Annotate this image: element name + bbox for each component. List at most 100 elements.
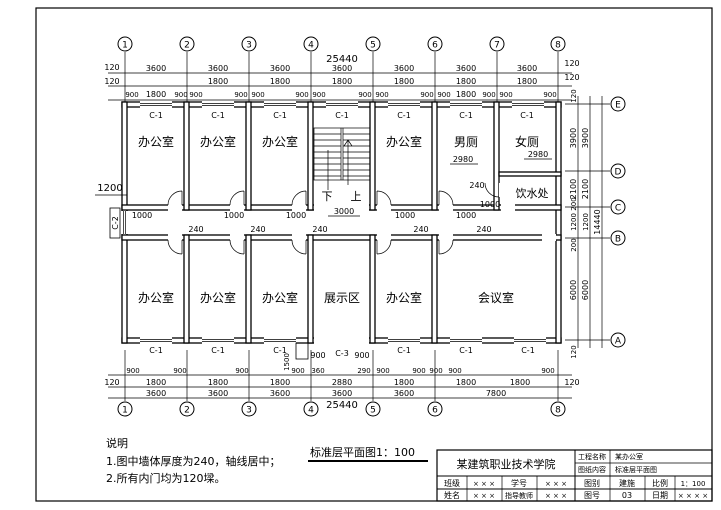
axis-bubble — [303, 401, 319, 417]
dim-text: 3900 — [569, 128, 578, 148]
room-office: 办公室 — [200, 290, 236, 305]
axis-bubble — [610, 332, 626, 348]
dim-text: 900 — [291, 367, 304, 375]
dim-text: 120 — [104, 378, 119, 387]
bottom-dimension-lines: 900 1800 900 1800 900 1800 900 1800 900 … — [104, 367, 579, 411]
corridor-dim: 240 — [413, 225, 428, 234]
dim-text: 900 — [234, 91, 247, 99]
room-labels: 办公室 办公室 办公室 办公室 男厕 女厕 饮水处 2980 2980 办公室 … — [138, 134, 552, 305]
door-dim: 3000 — [334, 207, 354, 216]
dim-text: 120 — [570, 345, 578, 358]
room-office: 办公室 — [138, 290, 174, 305]
axis-label: 4 — [308, 406, 314, 416]
dim-text: 3600 — [332, 389, 352, 398]
room-men-toilet: 男厕 — [454, 135, 478, 149]
dim-text: 1200 — [97, 183, 122, 194]
axis-bubble — [610, 199, 626, 215]
corridor-dim: 240 — [250, 225, 265, 234]
dim-text: 1800 — [456, 378, 476, 387]
axis-label: 4 — [308, 41, 314, 51]
window-label: C-1 — [459, 111, 473, 120]
axis-label: 5 — [370, 41, 376, 51]
axis-bubble — [610, 96, 626, 112]
axis-bubble — [303, 36, 319, 52]
dim-text: 900 — [376, 367, 389, 375]
dim-text: 900 — [375, 91, 388, 99]
wall-dim: 900 — [310, 351, 325, 360]
window-label: C-1 — [397, 111, 411, 120]
dim-text: 1800 — [517, 77, 537, 86]
dim-text: 200 — [570, 238, 578, 251]
axis-label: 7 — [494, 41, 500, 51]
axis-label: 8 — [555, 41, 561, 51]
tb-value: × × × — [545, 480, 567, 488]
axis-label: 6 — [432, 41, 438, 51]
tb-value: 03 — [622, 491, 632, 500]
dim-text: 120 — [564, 378, 579, 387]
tb-label: 姓名 — [444, 490, 460, 500]
dim-text: 200 — [570, 197, 578, 210]
axis-bubble — [241, 36, 257, 52]
dim-text: 120 — [104, 63, 119, 72]
axis-label: 8 — [555, 406, 561, 416]
axis-bubble — [365, 36, 381, 52]
dim-text: 1800 — [208, 77, 228, 86]
axis-bubble — [610, 230, 626, 246]
window-label: C-3 — [335, 349, 349, 358]
axis-bubble — [427, 401, 443, 417]
dim-text: 900 — [125, 91, 138, 99]
dim-text: 7800 — [486, 389, 506, 398]
dim-text: 900 — [499, 91, 512, 99]
dim-text: 900 — [235, 367, 248, 375]
notes-heading: 说明 — [106, 436, 128, 450]
axis-label: A — [615, 337, 622, 347]
dim-text: 3600 — [146, 64, 166, 73]
room-office: 办公室 — [200, 134, 236, 149]
drawing-frame — [35, 7, 713, 502]
axis-bubbles-top: 1 2 3 4 5 6 7 8 — [117, 36, 566, 105]
axis-label: 1 — [122, 41, 128, 51]
drawing-title: 标准层平面图1：100 — [310, 445, 415, 459]
dim-text: 3600 — [332, 64, 352, 73]
axis-label: 3 — [246, 406, 252, 416]
window-label: C-1 — [520, 111, 534, 120]
total-dimension: 25440 — [326, 400, 358, 411]
tb-label: 工程名称 — [578, 452, 606, 461]
axis-bubble — [117, 401, 133, 417]
dim-text: 3600 — [208, 64, 228, 73]
tb-value: × × × × — [678, 492, 708, 500]
tb-value: × × × — [473, 480, 495, 488]
axis-label: 3 — [246, 41, 252, 51]
tb-label: 图别 — [584, 479, 600, 488]
total-dimension: 25440 — [326, 54, 358, 65]
dim-text: 900 — [251, 91, 264, 99]
dim-text: 900 — [541, 367, 554, 375]
axis-label: E — [615, 101, 621, 111]
corridor-dim: 240 — [312, 225, 327, 234]
dim-text: 1800 — [146, 90, 166, 99]
window-label: C-1 — [397, 346, 411, 355]
room-meeting: 会议室 — [478, 290, 514, 305]
dim-text: 6000 — [581, 280, 590, 300]
walls — [121, 101, 562, 344]
axis-bubble — [365, 401, 381, 417]
dim-text: 3600 — [394, 389, 414, 398]
tb-label: 学号 — [511, 478, 527, 488]
window-label: C-1 — [211, 111, 225, 120]
dim-text: 1800 — [456, 90, 476, 99]
title-block: 某建筑职业技术学院 工程名称 某办公室 图纸内容 标准层平面图 班级 × × ×… — [436, 449, 713, 502]
top-dimension-lines: 25440 120 3600 3600 3600 3600 3600 3600 … — [104, 54, 580, 101]
dim-text: 1800 — [208, 378, 228, 387]
dim-text: 900 — [358, 91, 371, 99]
dim-text: 360 — [311, 367, 324, 375]
dim-text: 1200 — [582, 213, 590, 231]
windows-top — [140, 101, 544, 108]
side-total-dimension: 14440 — [593, 209, 602, 234]
corridor-dim: 240 — [476, 225, 491, 234]
corridor-dim: 240 — [469, 181, 484, 190]
dim-text: 2100 — [581, 179, 590, 199]
wall-dim: 1000 — [480, 200, 500, 209]
notes-line: 1.图中墙体厚度为240，轴线居中； — [106, 454, 281, 468]
axis-label: 5 — [370, 406, 376, 416]
window-label: C-1 — [335, 111, 349, 120]
